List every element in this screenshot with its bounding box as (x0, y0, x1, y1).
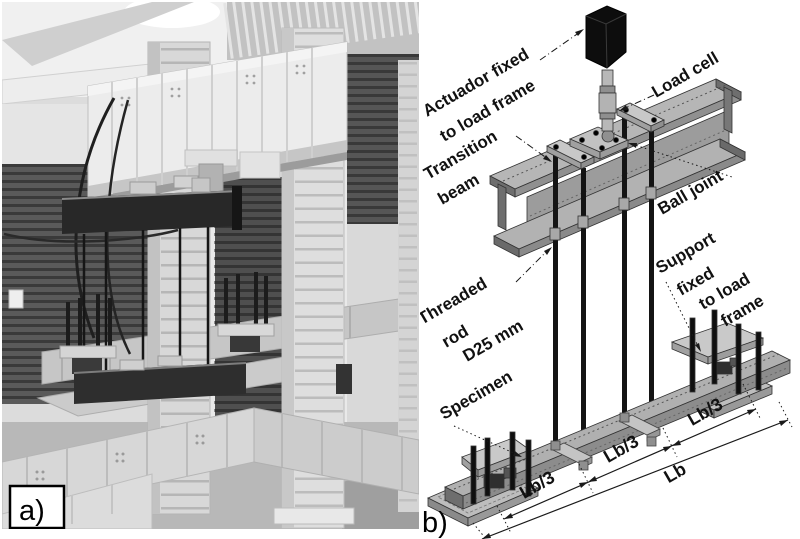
left-support-top (461, 431, 532, 505)
label-rod-line1: Threaded (420, 274, 490, 329)
support-bolt (711, 309, 718, 385)
dimension-line-lb3-chain (503, 408, 757, 520)
dimension-lines (472, 383, 793, 539)
support-bolt (484, 437, 491, 497)
support-bolt (509, 431, 516, 491)
ball-joint-plate (568, 126, 630, 160)
label-specimen: Specimen (437, 367, 516, 424)
load-cell (598, 69, 617, 132)
panel-a-letter: a) (19, 495, 45, 527)
ceiling-beam (2, 2, 194, 66)
diagram-panel-b: Actuador fixed to load frame Load cell T… (420, 5, 793, 539)
support-bolt (755, 331, 762, 391)
extension-lines (472, 383, 793, 539)
bolt (593, 130, 599, 136)
ball-joint (601, 129, 615, 143)
left-support-photo (59, 294, 117, 374)
bolt-dots (35, 434, 205, 481)
specimen-photo (73, 355, 247, 404)
dimension-line-lb (481, 419, 789, 539)
clamp-plate-left (546, 139, 595, 170)
photo-panel-a: a) (2, 2, 419, 529)
leader-load-cell (622, 94, 655, 110)
load-pad-1 (550, 440, 593, 471)
panel-b-letter: b) (422, 507, 448, 539)
actuator (585, 5, 627, 69)
label-rod-line3: D25 mm (460, 316, 527, 366)
clamp-plate-right (616, 102, 665, 133)
right-support-top (670, 309, 765, 395)
transition-beam-photo (61, 175, 242, 234)
support-bolt (735, 323, 742, 395)
bolt (651, 117, 657, 123)
leader-transition-beam (515, 135, 549, 160)
bolt-dots (120, 64, 306, 107)
panel-a-label: a) (8, 484, 66, 529)
portal-frame-far-right-column (398, 60, 419, 512)
label-dim-lb: Lb (660, 459, 689, 487)
column-junction-box (336, 364, 352, 394)
leader-specimen (453, 425, 519, 456)
bolt (581, 154, 587, 160)
support-bolt (689, 317, 696, 393)
bolt (579, 137, 585, 143)
rod-flange-nuts (549, 186, 657, 241)
leader-actuator (539, 31, 581, 61)
wall-sign (8, 289, 24, 309)
support-bolt (470, 445, 477, 505)
right-support-photo (217, 272, 275, 352)
column-base-plate (273, 507, 355, 525)
leader-lines (453, 29, 733, 457)
threaded-rods (549, 115, 657, 470)
support-bolt (525, 439, 532, 497)
bolt (553, 144, 559, 150)
leader-support (665, 281, 699, 347)
bolt (599, 145, 605, 151)
bolt (613, 137, 619, 143)
load-pad-2 (618, 412, 661, 447)
